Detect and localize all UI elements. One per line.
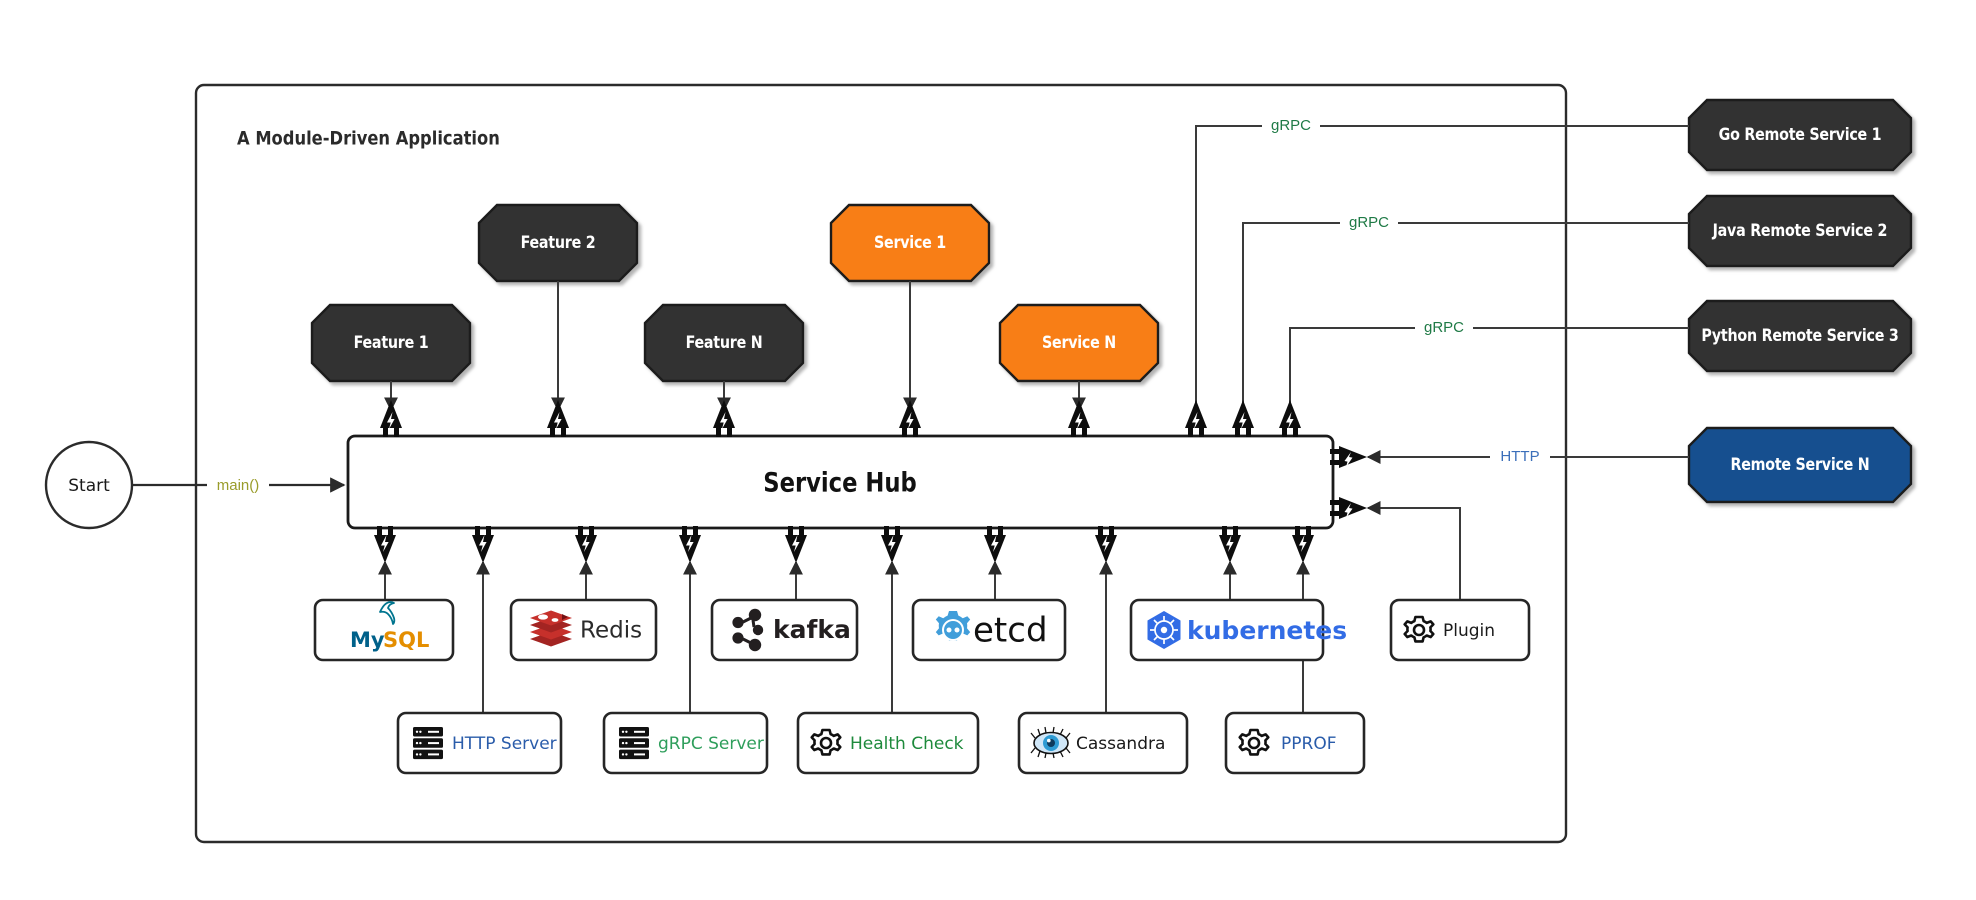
service-box-grpc-server[interactable]: gRPC Server (602, 711, 769, 775)
start-label: Start (68, 476, 110, 496)
node-go-remote-service-1[interactable]: Go Remote Service 1 (1687, 98, 1913, 172)
service-box-kafka[interactable]: kafka (710, 598, 859, 662)
edge-label-grpc-2: gRPC (1349, 214, 1389, 231)
edge-hub-to-go-remote-service-1 (1195, 125, 1689, 410)
node-feature-n[interactable]: Feature N (643, 303, 805, 383)
service-box-pprof[interactable]: PPROF (1224, 711, 1366, 775)
service-box-label: Redis (580, 618, 642, 644)
edge-label-grpc-3: gRPC (1424, 319, 1464, 336)
service-hub-label: Service Hub (763, 467, 916, 498)
service-box-label: etcd (973, 611, 1048, 651)
service-box-label: kafka (773, 615, 851, 644)
service-box-redis[interactable]: Redis (509, 598, 658, 662)
node-label: Remote Service N (1730, 454, 1869, 475)
service-box-label: kubernetes (1187, 616, 1347, 645)
node-python-remote-service-3[interactable]: Python Remote Service 3 (1687, 299, 1913, 373)
service-box-kubernetes[interactable]: kubernetes (1129, 598, 1347, 662)
service-box-label: HTTP Server (452, 734, 557, 754)
edge-label-main: main() (217, 477, 260, 494)
service-box-http-server[interactable]: HTTP Server (396, 711, 563, 775)
service-box-label: Cassandra (1076, 734, 1165, 754)
service-box-label: Plugin (1443, 621, 1495, 641)
service-box-health-check[interactable]: Health Check (796, 711, 980, 775)
node-label: Feature N (686, 332, 763, 353)
edge-label-http: HTTP (1500, 448, 1539, 465)
service-box-label: My (350, 628, 385, 652)
edge-hub-to-python-remote-service-3 (1289, 327, 1689, 410)
service-box-label: gRPC Server (658, 734, 764, 754)
service-box-plugin[interactable]: Plugin (1389, 598, 1531, 662)
node-service-n[interactable]: Service N (998, 303, 1160, 383)
node-java-remote-service-2[interactable]: Java Remote Service 2 (1687, 194, 1913, 268)
edge-plugin-to-hub (1366, 501, 1461, 633)
service-box-cassandra[interactable]: Cassandra (1017, 711, 1189, 775)
service-box-label-suffix: SQL (383, 628, 429, 652)
page-title: A Module-Driven Application (237, 128, 500, 149)
edge-label-grpc-1: gRPC (1271, 117, 1311, 134)
node-feature-2[interactable]: Feature 2 (477, 203, 639, 283)
service-box-label: Health Check (850, 734, 964, 754)
node-label: Python Remote Service 3 (1701, 325, 1898, 346)
node-label: Feature 1 (354, 332, 429, 353)
service-box-mysql[interactable]: My SQL (313, 598, 455, 662)
node-label: Service N (1042, 332, 1116, 353)
node-remote-service-n[interactable]: Remote Service N (1687, 426, 1913, 504)
edge-hub-to-java-remote-service-2 (1242, 222, 1689, 410)
service-box-etcd[interactable]: etcd (911, 598, 1067, 662)
service-hub[interactable] (346, 434, 1335, 530)
node-label: Service 1 (874, 232, 946, 253)
service-box-label: PPROF (1281, 734, 1336, 754)
node-service-1[interactable]: Service 1 (829, 203, 991, 283)
node-label: Java Remote Service 2 (1712, 220, 1887, 241)
node-feature-1[interactable]: Feature 1 (310, 303, 472, 383)
node-label: Go Remote Service 1 (1719, 124, 1882, 145)
node-label: Feature 2 (521, 232, 596, 253)
